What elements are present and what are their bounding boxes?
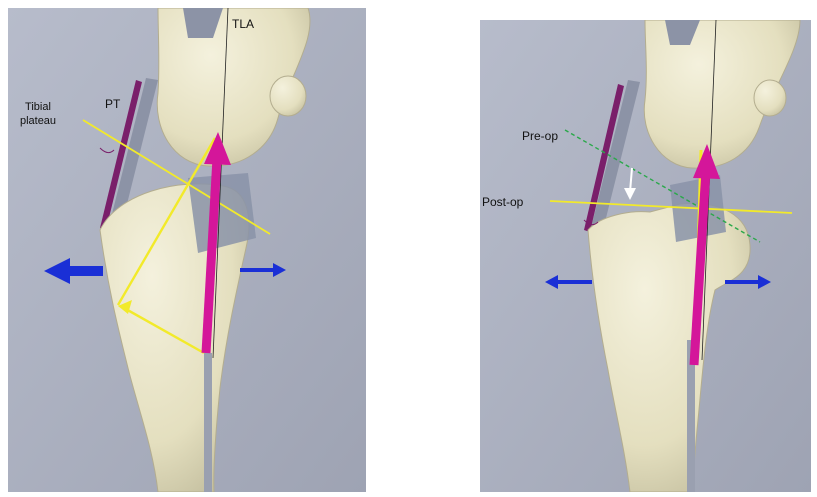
post-op-label: Post-op [482, 195, 524, 209]
pt-label: PT [105, 97, 121, 111]
tla-label: TLA [232, 17, 254, 31]
post-op-knee-diagram: Pre-op Post-op [480, 20, 811, 492]
right-diagram-svg: Pre-op Post-op [480, 20, 811, 492]
fibula [204, 353, 212, 492]
pre-op-label: Pre-op [522, 129, 558, 143]
patella [270, 76, 306, 116]
left-diagram-svg: TLA PT Tibial plateau [8, 8, 366, 492]
patella [754, 80, 786, 116]
pre-op-knee-diagram: TLA PT Tibial plateau [8, 8, 366, 492]
tibial-plateau-label-line2: plateau [20, 115, 56, 127]
tibial-plateau-label-line1: Tibial [25, 101, 51, 113]
